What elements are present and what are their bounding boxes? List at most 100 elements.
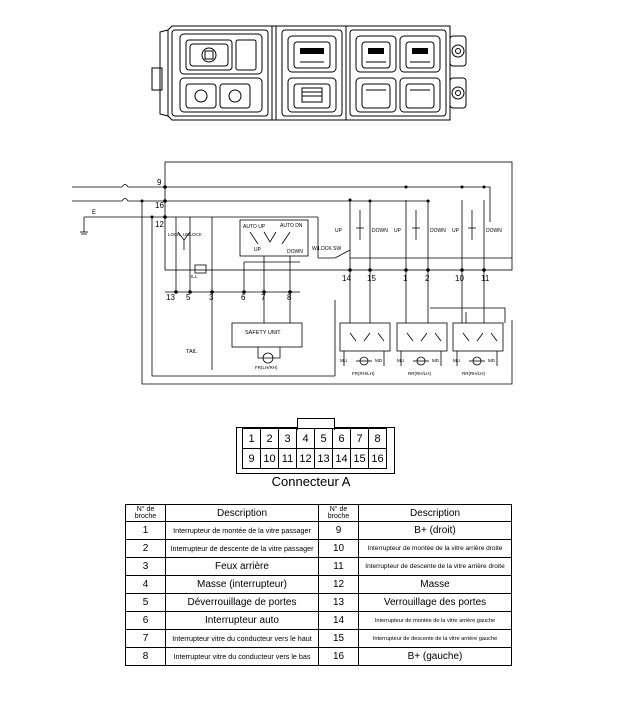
mu-label: MU — [340, 358, 347, 363]
pin-label: 13 — [166, 293, 175, 302]
pin-label: 10 — [455, 274, 464, 283]
pin-number: 13 — [318, 593, 359, 612]
pin-description: Interrupteur auto — [165, 611, 319, 630]
pin-number: 14 — [318, 611, 359, 630]
pin-description: Verrouillage des portes — [358, 593, 512, 612]
connector-pin: 4 — [296, 428, 315, 449]
pin-number: 12 — [318, 575, 359, 594]
pin-label: 2 — [425, 274, 430, 283]
connector-pin: 12 — [296, 448, 315, 469]
table-row: 6 Interrupteur auto 14 Interrupteur de m… — [125, 611, 512, 630]
connector-pin: 13 — [314, 448, 333, 469]
pin-description: Feux arrière — [165, 557, 319, 576]
pin-description: Interrupteur de descente de la vitre arr… — [358, 557, 512, 576]
pin-number: 10 — [318, 539, 359, 558]
pin-label: 1 — [403, 274, 408, 283]
pin-number: 9 — [318, 521, 359, 540]
wiring-schematic: 9 16 12 13 5 3 6 7 8 14 15 1 2 10 11 E L… — [72, 161, 513, 385]
column-header-description: Description — [165, 504, 319, 522]
connector-pin: 3 — [278, 428, 297, 449]
table-row: 5 Déverrouillage de portes 13 Verrouilla… — [125, 593, 512, 612]
md-label: MD — [432, 358, 440, 363]
connector-pin: 10 — [260, 448, 279, 469]
motor-label: RR(RH/LH) — [462, 371, 486, 376]
motor-label: FR(LH/RH) — [255, 365, 278, 370]
pin-number: 11 — [318, 557, 359, 576]
up-label: UP — [254, 247, 262, 253]
connector-row-bottom: 9 10 11 12 13 14 15 16 — [242, 448, 387, 469]
pin-description: B+ (droit) — [358, 521, 512, 540]
pin-number: 16 — [318, 647, 359, 666]
pin-label: 9 — [157, 178, 162, 187]
pin-description: Déverrouillage de portes — [165, 593, 319, 612]
pin-number: 6 — [125, 611, 166, 630]
wlock-label: W/LOCK SW — [312, 246, 341, 252]
table-row: 4 Masse (interrupteur) 12 Masse — [125, 575, 512, 594]
pin-label: 11 — [481, 274, 490, 283]
lock-label: LOCK — [168, 232, 180, 237]
pin-label: 3 — [209, 293, 214, 302]
pin-number: 2 — [125, 539, 166, 558]
auto-dn-label: AUTO DN — [280, 223, 303, 229]
connector-pin: 6 — [332, 428, 351, 449]
safety-unit-label: SAFETY UNIT — [245, 330, 281, 336]
pin-description-table: N° de broche Description N° de broche De… — [125, 504, 512, 666]
table-row: 8 Interrupteur vitre du conducteur vers … — [125, 647, 512, 666]
connector-pin: 1 — [242, 428, 261, 449]
motor-label: FR(RH/LH) — [352, 371, 375, 376]
md-label: MD — [488, 358, 496, 363]
ground-label: E — [92, 210, 96, 216]
table-header-row: N° de broche Description N° de broche De… — [125, 504, 512, 522]
tail-label: TAIL — [186, 349, 197, 355]
down-label: DOWN — [372, 228, 388, 234]
pin-description: Interrupteur de descente de la vitre pas… — [165, 539, 319, 558]
pin-number: 5 — [125, 593, 166, 612]
down-label: DOWN — [287, 249, 303, 255]
connector-pin: 15 — [350, 448, 369, 469]
pin-number: 7 — [125, 629, 166, 648]
pin-number: 3 — [125, 557, 166, 576]
connector-caption: Connecteur A — [271, 474, 351, 489]
connector-key-tab — [297, 418, 335, 430]
pin-label: 12 — [155, 220, 164, 229]
column-header-pin-number: N° de broche — [125, 504, 166, 522]
up-label: UP — [394, 228, 402, 234]
md-label: MD — [375, 358, 383, 363]
motor-label: RR(RH/LH) — [408, 371, 432, 376]
pin-label: 7 — [261, 293, 266, 302]
pin-description: Interrupteur de montée de la vitre arriè… — [358, 611, 512, 630]
up-label: UP — [452, 228, 460, 234]
table-row: 3 Feux arrière 11 Interrupteur de descen… — [125, 557, 512, 576]
pin-description: Masse (interrupteur) — [165, 575, 319, 594]
connector-pin: 2 — [260, 428, 279, 449]
auto-up-label: AUTO UP — [243, 224, 266, 230]
mu-label: MU — [453, 358, 460, 363]
pin-number: 15 — [318, 629, 359, 648]
connector-pin: 7 — [350, 428, 369, 449]
pin-description: Interrupteur de montée de la vitre passa… — [165, 521, 319, 540]
column-header-pin-number: N° de broche — [318, 504, 359, 522]
ill-label: ILL — [191, 274, 198, 279]
connector-pin: 14 — [332, 448, 351, 469]
pin-number: 1 — [125, 521, 166, 540]
unlock-label: UNLOCK — [183, 232, 202, 237]
table-row: 7 Interrupteur vitre du conducteur vers … — [125, 629, 512, 648]
connector-pin: 11 — [278, 448, 297, 469]
pin-label: 8 — [287, 293, 292, 302]
up-label: UP — [335, 228, 343, 234]
pin-description: Interrupteur de descente de la vitre arr… — [358, 629, 512, 648]
pin-label: 6 — [241, 293, 246, 302]
connector-pin: 16 — [368, 448, 387, 469]
pin-label: 5 — [186, 293, 191, 302]
connector-pin: 5 — [314, 428, 333, 449]
table-row: 1 Interrupteur de montée de la vitre pas… — [125, 521, 512, 540]
pin-description: Interrupteur vitre du conducteur vers le… — [165, 647, 319, 666]
pin-number: 8 — [125, 647, 166, 666]
connector-pin: 9 — [242, 448, 261, 469]
pin-description: B+ (gauche) — [358, 647, 512, 666]
down-label: DOWN — [430, 228, 446, 234]
pin-label: 14 — [342, 274, 351, 283]
connector-row-top: 1 2 3 4 5 6 7 8 — [242, 428, 387, 449]
pin-label: 15 — [367, 274, 376, 283]
switch-assembly-drawing — [151, 25, 467, 121]
